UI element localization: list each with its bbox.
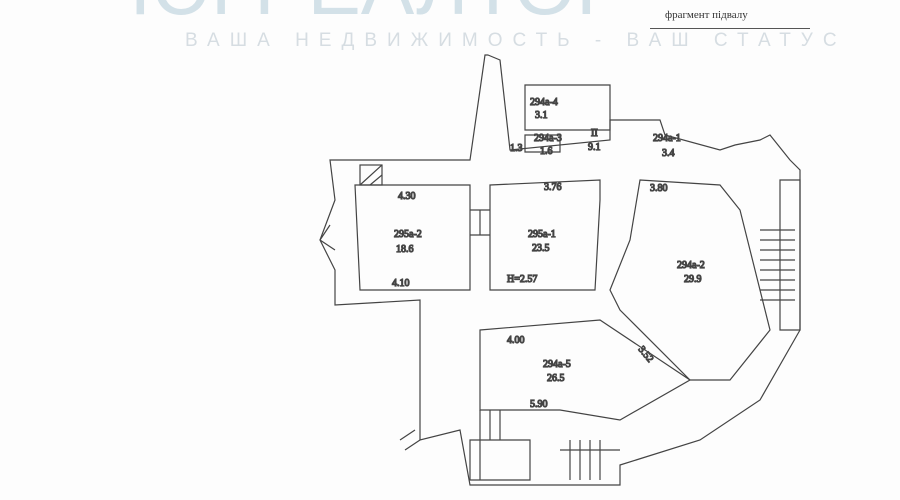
svg-text:295a-1: 295a-1 [528,229,556,240]
svg-text:3.80: 3.80 [650,183,668,194]
svg-text:1.6: 1.6 [540,146,553,157]
svg-text:295a-2: 295a-2 [394,229,422,240]
svg-text:18.6: 18.6 [396,244,414,255]
svg-text:294a-4: 294a-4 [530,97,558,108]
svg-text:26.5: 26.5 [547,373,565,384]
svg-text:3.4: 3.4 [662,148,675,159]
caption-underline [650,28,810,29]
svg-text:294a-3: 294a-3 [534,133,562,144]
svg-text:5.90: 5.90 [530,399,548,410]
svg-text:H=2.57: H=2.57 [507,274,537,285]
walls [319,54,801,486]
svg-text:3.1: 3.1 [535,110,548,121]
watermark-slogan: ВАША НЕДВИЖИМОСТЬ - ВАШ СТАТУС [185,30,847,51]
svg-text:3.52: 3.52 [636,344,656,364]
room-labels: 294a-43.1 294a-31.6 1.3 II9.1 294a-13.4 … [393,96,705,384]
svg-text:4.10: 4.10 [392,278,410,289]
svg-text:1.3: 1.3 [510,143,523,154]
svg-text:29.9: 29.9 [684,274,702,285]
svg-text:9.1: 9.1 [588,142,601,153]
svg-text:II: II [591,128,598,139]
plan-caption: фрагмент підвалу [665,9,748,21]
dimension-labels: 4.30 4.10 3.76 3.80 4.00 3.52 5.90 H=2.5… [391,181,668,410]
svg-text:23.5: 23.5 [532,243,550,254]
svg-text:3.76: 3.76 [544,182,562,193]
svg-text:294a-2: 294a-2 [677,260,705,271]
svg-text:4.00: 4.00 [507,335,525,346]
svg-text:4.30: 4.30 [398,191,416,202]
svg-text:294a-5: 294a-5 [543,359,571,370]
svg-text:294a-1: 294a-1 [653,133,681,144]
